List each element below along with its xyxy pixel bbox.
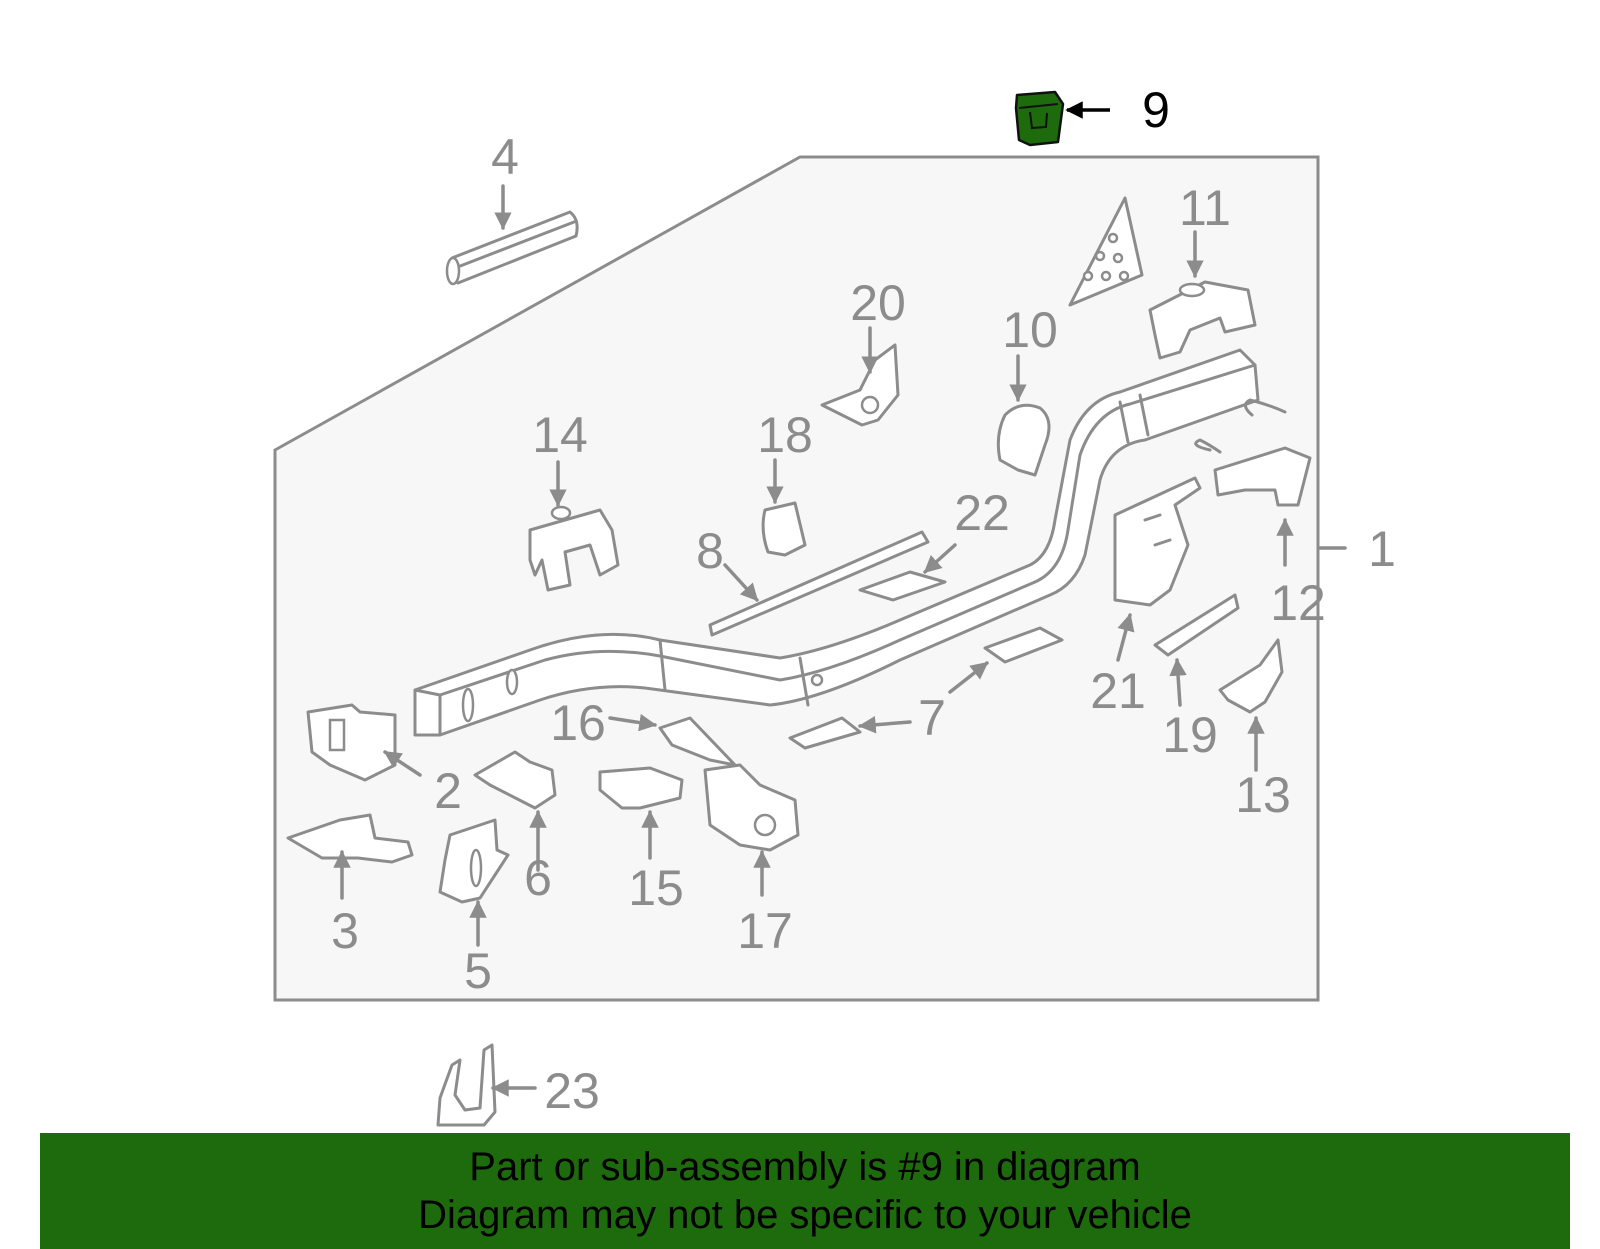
callout-5: 5 bbox=[464, 943, 492, 999]
banner-line-1: Part or sub-assembly is #9 in diagram bbox=[469, 1145, 1141, 1189]
part-20-gusset[interactable] bbox=[820, 326, 900, 427]
callout-10: 10 bbox=[1002, 302, 1058, 358]
callout-7: 7 bbox=[918, 690, 946, 746]
part-11-bracket[interactable] bbox=[1148, 230, 1257, 360]
callout-23: 23 bbox=[544, 1063, 600, 1119]
callout-1: 1 bbox=[1368, 521, 1396, 577]
part-13-bracket[interactable] bbox=[1218, 638, 1284, 772]
part-6-bracket[interactable] bbox=[473, 750, 557, 872]
banner-line-2: Diagram may not be specific to your vehi… bbox=[418, 1193, 1192, 1237]
callout-13: 13 bbox=[1235, 767, 1291, 823]
callout-15: 15 bbox=[628, 860, 684, 916]
part-15-bracket[interactable] bbox=[598, 766, 684, 860]
part-18-bracket[interactable] bbox=[761, 458, 807, 557]
part-21-bracket[interactable] bbox=[1113, 476, 1202, 662]
part-8-strip[interactable] bbox=[708, 530, 930, 637]
part-12-bracket[interactable] bbox=[1213, 446, 1312, 567]
triangle-plate[interactable] bbox=[1068, 196, 1144, 307]
part-5-bracket[interactable] bbox=[438, 818, 510, 947]
callout-19: 19 bbox=[1162, 707, 1218, 763]
part-7-brackets[interactable] bbox=[788, 626, 1064, 750]
callout-21: 21 bbox=[1090, 663, 1146, 719]
callout-16: 16 bbox=[550, 695, 606, 751]
part-2-bracket[interactable] bbox=[306, 703, 422, 782]
part-4-tube[interactable] bbox=[445, 184, 579, 286]
part-17-bracket[interactable] bbox=[703, 763, 800, 897]
part-23-hook[interactable] bbox=[436, 1043, 537, 1127]
callout-9: 9 bbox=[1142, 82, 1170, 138]
callout-18: 18 bbox=[757, 407, 813, 463]
callout-12: 12 bbox=[1270, 575, 1326, 631]
callout-6: 6 bbox=[524, 850, 552, 906]
clips[interactable] bbox=[1194, 398, 1287, 454]
part-16-bracket[interactable] bbox=[608, 713, 737, 767]
part-14-bracket[interactable] bbox=[528, 460, 620, 592]
callout-2: 2 bbox=[434, 763, 462, 819]
part-10-cover[interactable] bbox=[996, 354, 1051, 477]
callout-4: 4 bbox=[491, 129, 519, 185]
part-22-plate[interactable] bbox=[858, 543, 957, 602]
callout-8: 8 bbox=[696, 523, 724, 579]
callout-3: 3 bbox=[331, 903, 359, 959]
part-1-frame-rail[interactable] bbox=[413, 348, 1347, 737]
part-19-bar[interactable] bbox=[1153, 593, 1240, 707]
callout-22: 22 bbox=[954, 485, 1010, 541]
part-3-plate[interactable] bbox=[286, 813, 414, 900]
callout-20: 20 bbox=[850, 275, 906, 331]
callout-14: 14 bbox=[532, 407, 588, 463]
callout-17: 17 bbox=[737, 903, 793, 959]
part-9-highlighted[interactable] bbox=[1014, 90, 1110, 147]
info-banner: Part or sub-assembly is #9 in diagram Di… bbox=[40, 1133, 1570, 1249]
callout-11: 11 bbox=[1179, 180, 1231, 236]
